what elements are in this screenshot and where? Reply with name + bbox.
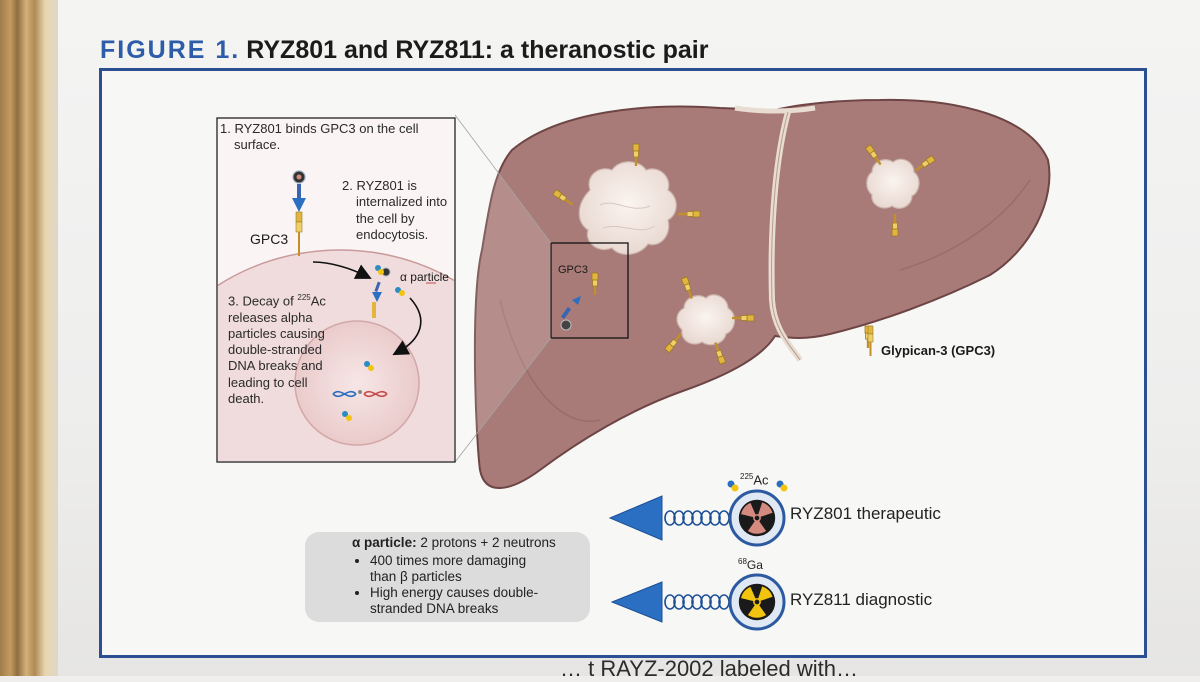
inset-gpc3-label: GPC3 xyxy=(250,231,289,247)
alpha-path-arrow xyxy=(392,297,422,356)
step3-line3: particles causing xyxy=(228,325,325,341)
step3-line2: releases alpha xyxy=(228,309,313,325)
inset-panel xyxy=(216,117,456,463)
step2-line3: the cell by xyxy=(356,210,415,226)
liver-shape xyxy=(473,98,1051,489)
step3-line4: double-stranded xyxy=(228,342,322,358)
footer-text-fragment: … t RAYZ-2002 labeled with… xyxy=(560,656,858,681)
step2-text: 2. RYZ801 is internalized into the cell … xyxy=(342,178,447,243)
figure-title: FIGURE 1.RYZ801 and RYZ811: a theranosti… xyxy=(100,36,708,65)
figure-label: FIGURE 1. xyxy=(100,36,241,64)
diagnostic-isotope-mass: 68 xyxy=(738,557,747,566)
step1-line2: surface. xyxy=(234,137,281,153)
alpha-heading-bold: α particle: xyxy=(352,535,417,550)
therapeutic-radiation-icon xyxy=(738,499,776,537)
inset-antibody-internalized xyxy=(372,265,405,318)
therapeutic-agent xyxy=(608,480,788,547)
step1-line1: 1. RYZ801 binds GPC3 on the cell xyxy=(220,121,419,136)
diagnostic-isotope: 68Ga xyxy=(738,557,763,572)
zoom-box-antibody xyxy=(560,296,581,331)
therapeutic-isotope: 225Ac xyxy=(740,472,769,488)
cell-nucleus xyxy=(294,320,420,446)
step3-isotope-mass: 225 xyxy=(297,293,311,302)
tumor-small-lower xyxy=(676,294,736,346)
dna-break xyxy=(332,390,388,398)
endocytosis-arrow xyxy=(312,261,372,279)
alpha-info-text: α particle: 2 protons + 2 neutrons 400 t… xyxy=(352,535,556,617)
step3-line1: 3. Decay of 225Ac xyxy=(228,293,326,310)
step2-line4: endocytosis. xyxy=(356,226,429,242)
alpha-heading: α particle: 2 protons + 2 neutrons xyxy=(352,535,556,551)
step3-isotope-symbol: Ac xyxy=(310,293,326,309)
alpha-bullet-2-line1: High energy causes double- xyxy=(370,584,539,600)
step3-line6: leading to cell xyxy=(228,374,308,390)
alpha-info-box xyxy=(305,532,590,622)
alpha-bullet-1-line1: 400 times more damaging xyxy=(370,552,527,568)
alpha-bullet-2: High energy causes double-stranded DNA b… xyxy=(370,585,556,617)
alpha-heading-rest: 2 protons + 2 neutrons xyxy=(420,535,556,550)
diagnostic-radiation-icon xyxy=(738,583,776,621)
therapeutic-label: RYZ801 therapeutic xyxy=(790,504,941,523)
diagnostic-isotope-symbol: Ga xyxy=(746,558,763,572)
inset-antibody-surface xyxy=(292,170,306,256)
tumor-small-right xyxy=(866,158,920,209)
therapeutic-arrowhead xyxy=(608,495,663,541)
gpc3-legend-label: Glypican-3 (GPC3) xyxy=(881,343,996,358)
liver xyxy=(473,98,1051,489)
step3-line5: DNA breaks and xyxy=(228,358,323,374)
step2-line1: 2. RYZ801 is xyxy=(342,178,417,193)
diagnostic-arrowhead xyxy=(610,581,663,623)
alpha-particle-dots xyxy=(342,361,374,421)
therapeutic-linker xyxy=(664,510,730,526)
alpha-bullet-1-line2: than β particles xyxy=(370,568,462,584)
zoom-box xyxy=(550,242,629,339)
gpc3-legend-icon xyxy=(867,325,874,356)
step3-text: 3. Decay of 225Ac releases alpha particl… xyxy=(228,293,326,407)
alpha-particle-label: α particle xyxy=(400,270,449,284)
therapeutic-isotope-symbol: Ac xyxy=(753,472,769,488)
step3-prefix: 3. Decay of xyxy=(228,293,298,309)
therapeutic-isotope-mass: 225 xyxy=(740,472,754,481)
step2-line2: internalized into xyxy=(356,194,448,210)
diagnostic-label: RYZ811 diagnostic xyxy=(790,590,933,609)
tumor-large xyxy=(578,161,677,255)
step3-line7: death. xyxy=(228,390,265,406)
zoom-box-gpc3-label: GPC3 xyxy=(558,264,588,276)
wooden-board-edge xyxy=(0,0,58,676)
diagnostic-linker xyxy=(664,594,730,610)
figure-heading: RYZ801 and RYZ811: a theranostic pair xyxy=(246,36,709,64)
diagnostic-agent xyxy=(610,573,786,631)
step1-text: 1. RYZ801 binds GPC3 on the cell surface… xyxy=(220,121,419,154)
alpha-bullet-2-line2: stranded DNA breaks xyxy=(370,600,499,616)
